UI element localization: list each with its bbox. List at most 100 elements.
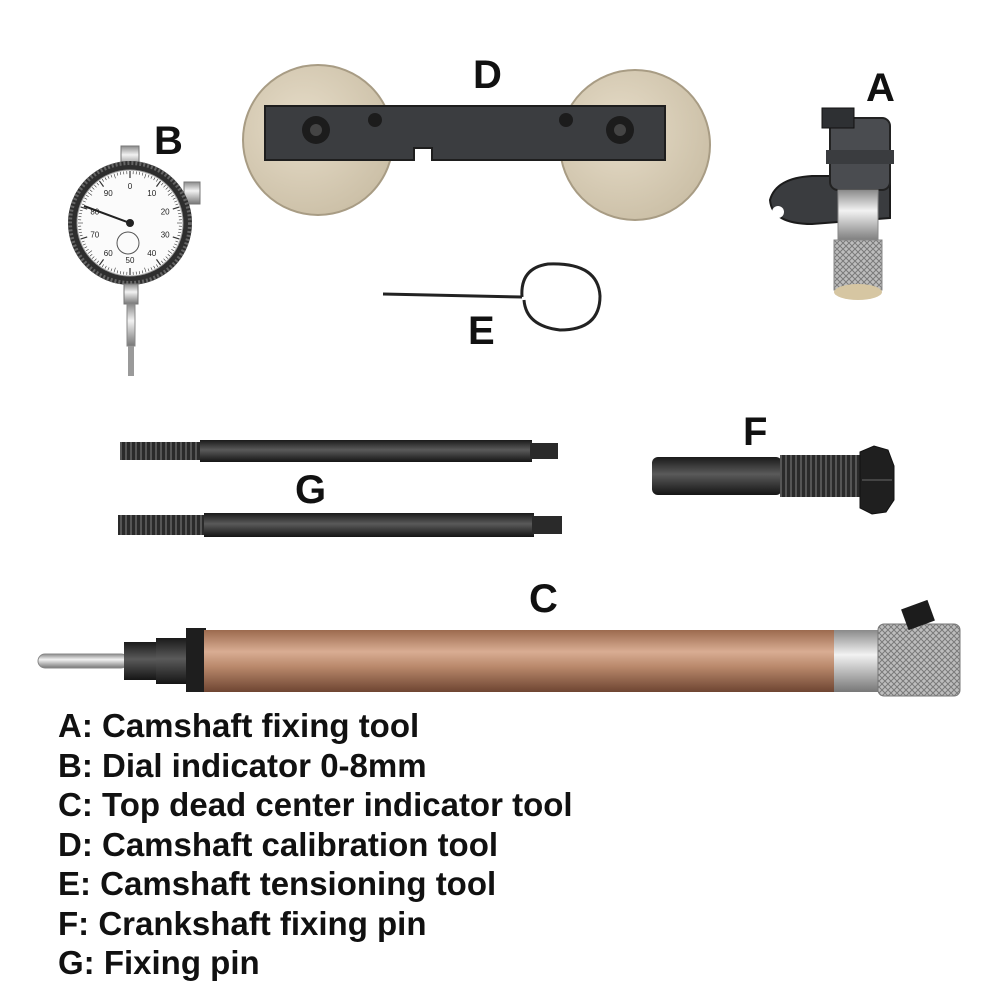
label-c: C <box>529 577 558 621</box>
dial-scale-number: 60 <box>104 249 113 258</box>
legend-item-g: G: Fixing pin <box>58 944 260 981</box>
crankshaft-fixing-pin <box>652 445 895 515</box>
fixing-pin-upper <box>120 440 558 462</box>
pin-lower-shaft <box>204 513 534 537</box>
dial-tick <box>161 260 164 264</box>
fixing-tool-collar <box>826 150 894 164</box>
camshaft-tensioning-tool <box>382 262 602 332</box>
dial-tick <box>116 270 119 274</box>
dial-tick <box>172 246 176 249</box>
label-d: D <box>473 53 502 97</box>
dial-tick <box>156 178 159 182</box>
dial-tick <box>172 236 180 240</box>
pin-left <box>368 113 382 127</box>
flange-hole <box>772 206 784 218</box>
dial-tick <box>175 203 179 206</box>
tdc-nut <box>124 642 158 680</box>
bolt-right-socket <box>614 124 626 136</box>
dial-tick <box>177 234 181 237</box>
camshaft-calibration-tool <box>242 64 711 221</box>
dial-tick <box>96 260 99 264</box>
dial-tick <box>113 267 116 273</box>
pin-lower-end <box>532 516 562 534</box>
dial-scale-number: 70 <box>90 230 99 239</box>
legend-item-b: B: Dial indicator 0-8mm <box>58 746 427 784</box>
dial-tick <box>141 172 144 176</box>
dial-tick <box>174 200 178 203</box>
crank-pin-thread <box>780 455 860 497</box>
dial-spindle <box>126 303 136 347</box>
dial-tick <box>161 182 164 186</box>
dial-tick <box>84 197 88 200</box>
tool-legend: A: Camshaft fixing tool B: Dial indicato… <box>58 706 988 983</box>
crank-pin-shaft <box>652 457 782 495</box>
dial-bezel-knurl <box>68 161 192 285</box>
dial-tick <box>144 267 147 273</box>
dial-tick <box>98 259 105 266</box>
dial-tick <box>94 184 97 188</box>
dial-tick <box>98 180 105 187</box>
dial-scale-number: 30 <box>161 230 170 239</box>
dial-tick <box>101 264 104 268</box>
dial-tick <box>113 173 116 179</box>
dial-tick <box>172 197 176 200</box>
dial-tick <box>78 231 82 234</box>
dial-tick <box>87 250 93 254</box>
dial-tick <box>155 259 162 266</box>
dial-tick <box>85 249 89 252</box>
tdc-chrome-sleeve <box>834 630 882 692</box>
dial-tick <box>147 174 150 178</box>
dial-tick <box>155 180 162 187</box>
bolt-left-socket <box>310 124 322 136</box>
tdc-set-screw <box>901 599 935 631</box>
dial-scale-number: 50 <box>126 256 135 265</box>
pin-upper-end <box>530 443 558 459</box>
legend-item-d: D: Camshaft calibration tool <box>58 825 499 863</box>
dial-tick <box>153 265 156 269</box>
dial-tick <box>80 206 88 210</box>
tdc-collar <box>156 638 188 684</box>
pin-lower-thread <box>118 515 206 535</box>
fixing-tool-shaft <box>837 189 879 243</box>
dial-tick <box>91 256 95 259</box>
dial-tick <box>165 187 169 190</box>
dial-tick <box>101 178 104 182</box>
dial-tick <box>78 212 82 215</box>
legend-item-c: C: Top dead center indicator tool <box>58 786 573 823</box>
dial-tick <box>82 200 86 203</box>
dial-tick <box>167 189 171 192</box>
tension-wire <box>382 292 523 299</box>
dial-tick <box>156 264 159 268</box>
fixing-tool-head <box>821 107 855 129</box>
dial-tick <box>138 271 141 275</box>
dial-tick <box>163 258 166 262</box>
dial-bottom-stem <box>123 283 139 305</box>
fixing-tool-knurl <box>833 239 883 291</box>
dial-scale-number: 0 <box>128 182 133 191</box>
dial-tick <box>96 182 99 186</box>
dial-tick <box>119 271 122 275</box>
dial-tick <box>171 194 175 197</box>
label-b: B <box>154 119 183 163</box>
label-a: A <box>866 66 895 110</box>
pin-upper-thread <box>120 442 202 460</box>
dial-tick <box>171 249 175 252</box>
dial-tick <box>178 212 182 215</box>
label-g: G <box>295 468 327 512</box>
dial-tick <box>79 209 83 212</box>
dial-subdial <box>116 231 140 255</box>
dial-tick <box>138 171 141 175</box>
dial-spindle-tip <box>128 346 134 376</box>
dial-tick <box>79 234 83 237</box>
tdc-copper-body <box>204 630 836 692</box>
dial-tick <box>104 177 107 181</box>
dial-tick <box>165 256 169 259</box>
dial-tick <box>89 254 93 257</box>
dial-tick <box>163 184 166 188</box>
dial-tick <box>119 171 122 175</box>
tdc-indicator-tool <box>37 599 961 697</box>
tension-ring <box>520 262 602 332</box>
